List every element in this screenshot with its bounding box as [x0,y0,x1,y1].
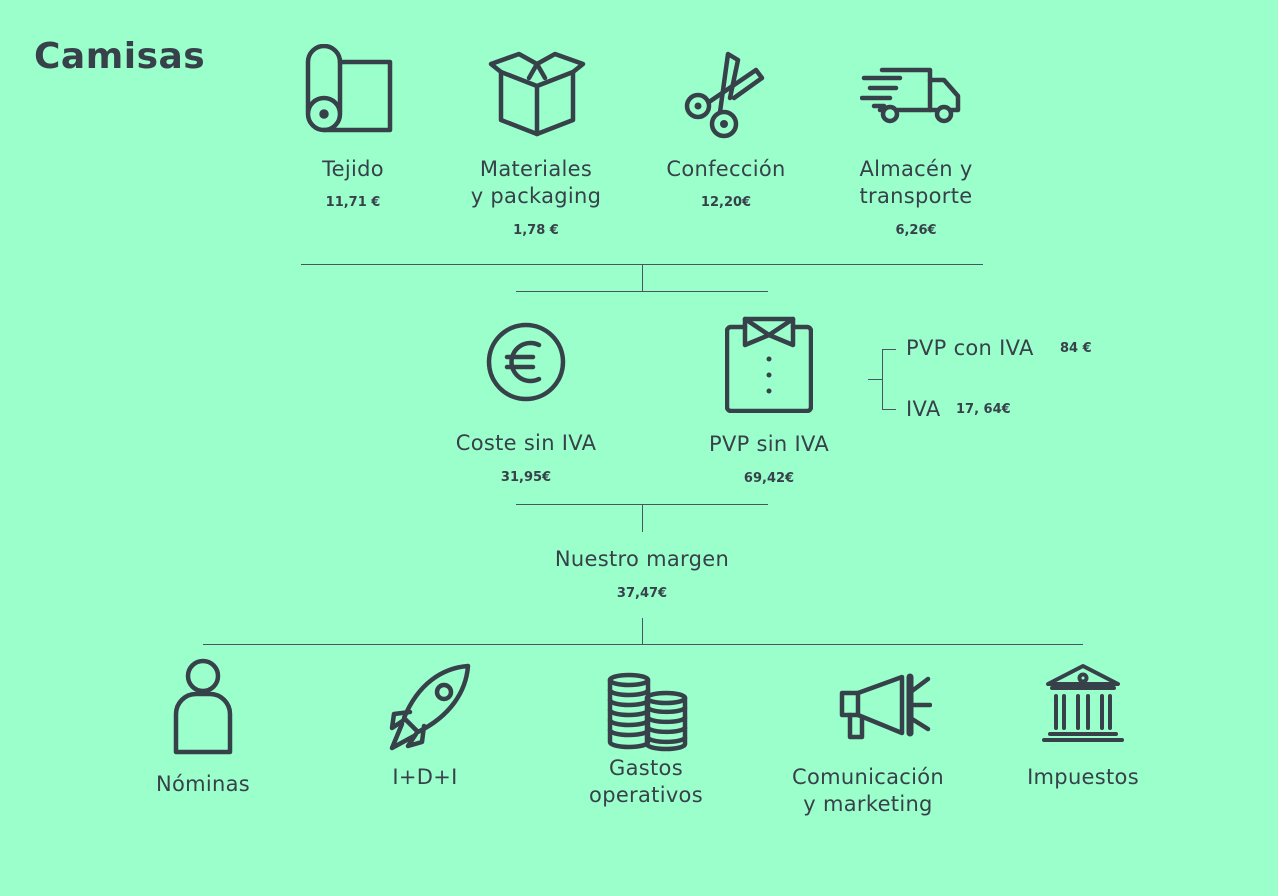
pvp-sin-iva-price: 69,42€ [743,471,795,486]
connector-margin-stem [642,504,643,532]
scissors-icon [682,48,766,140]
bracket-bottom [882,409,896,410]
cost-price-confeccion: 12,20€ [700,195,752,210]
euro-icon [485,321,567,403]
use-label-nominas: Nóminas [155,772,251,796]
use-label-gastos: Gastos operativos [589,756,703,807]
cost-label-confeccion: Confección [666,157,786,181]
bracket-vertical [882,349,883,410]
page-title: Camisas [34,36,206,77]
bank-icon [1042,662,1124,744]
use-label-impuestos: Impuestos [1027,765,1139,789]
connector-middle-upper [516,291,768,292]
cost-label-tejido: Tejido [322,157,384,181]
pvp-sin-iva-label: PVP sin IVA [708,432,830,456]
fabric-roll-icon [304,44,396,134]
cost-price-materiales: 1,78 € [513,223,559,238]
coste-sin-iva-label: Coste sin IVA [455,431,597,455]
use-label-idi: I+D+I [392,765,458,789]
margin-price: 37,47€ [616,586,668,601]
shirt-icon [725,315,813,413]
margin-label: Nuestro margen [554,547,730,571]
use-label-comunicacion: Comunicación y marketing [792,765,944,816]
connector-bottom [203,644,1083,645]
pvp-con-iva-label: PVP con IVA [906,336,1034,360]
iva-price: 17, 64€ [956,402,1011,417]
coste-sin-iva-price: 31,95€ [500,470,552,485]
connector-bottom-stem [642,618,643,644]
megaphone-icon [838,673,932,743]
bracket-top [882,349,896,350]
cost-label-materiales: Materiales y packaging [470,157,602,208]
cost-price-tejido: 11,71 € [325,195,381,210]
pvp-con-iva-price: 84 € [1060,341,1092,356]
iva-label: IVA [906,397,941,421]
cost-label-almacen: Almacén y transporte [859,157,973,208]
connector-top-stem [642,264,643,292]
coins-icon [606,672,690,752]
box-icon [487,50,587,138]
rocket-icon [388,662,474,752]
person-icon [172,658,234,756]
truck-icon [860,66,964,126]
cost-price-almacen: 6,26€ [895,223,937,238]
bracket-stem [868,379,882,380]
